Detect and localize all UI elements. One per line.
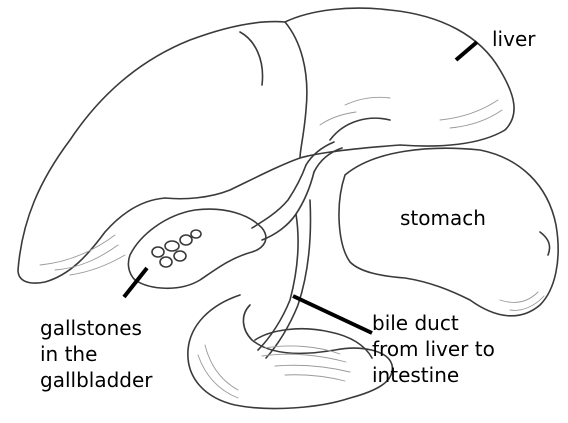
gallstones-label-line-3: gallbladder [40,367,153,393]
liver-leader-line [456,42,477,60]
gallstones-label-line-1: gallstones [40,315,153,341]
liver-drawing [18,8,514,283]
stomach-label: stomach [400,205,486,231]
bile-duct-label-line-1: bile duct [372,310,495,336]
bile-duct-label-line-2: from liver to [372,336,495,362]
gallstones-label: gallstones in the gallbladder [40,315,153,393]
bile-duct-label-line-3: intestine [372,362,495,388]
stomach-drawing [339,148,558,316]
bile-duct-label: bile duct from liver to intestine [372,310,495,388]
intestine-drawing [188,295,393,409]
bile-duct-drawing [252,142,342,358]
gallbladder-drawing [128,209,265,288]
bile-duct-leader-line [293,296,372,333]
liver-label: liver [492,26,535,52]
gallstones-label-line-2: in the [40,341,153,367]
gallstones-leader-line [124,268,147,297]
